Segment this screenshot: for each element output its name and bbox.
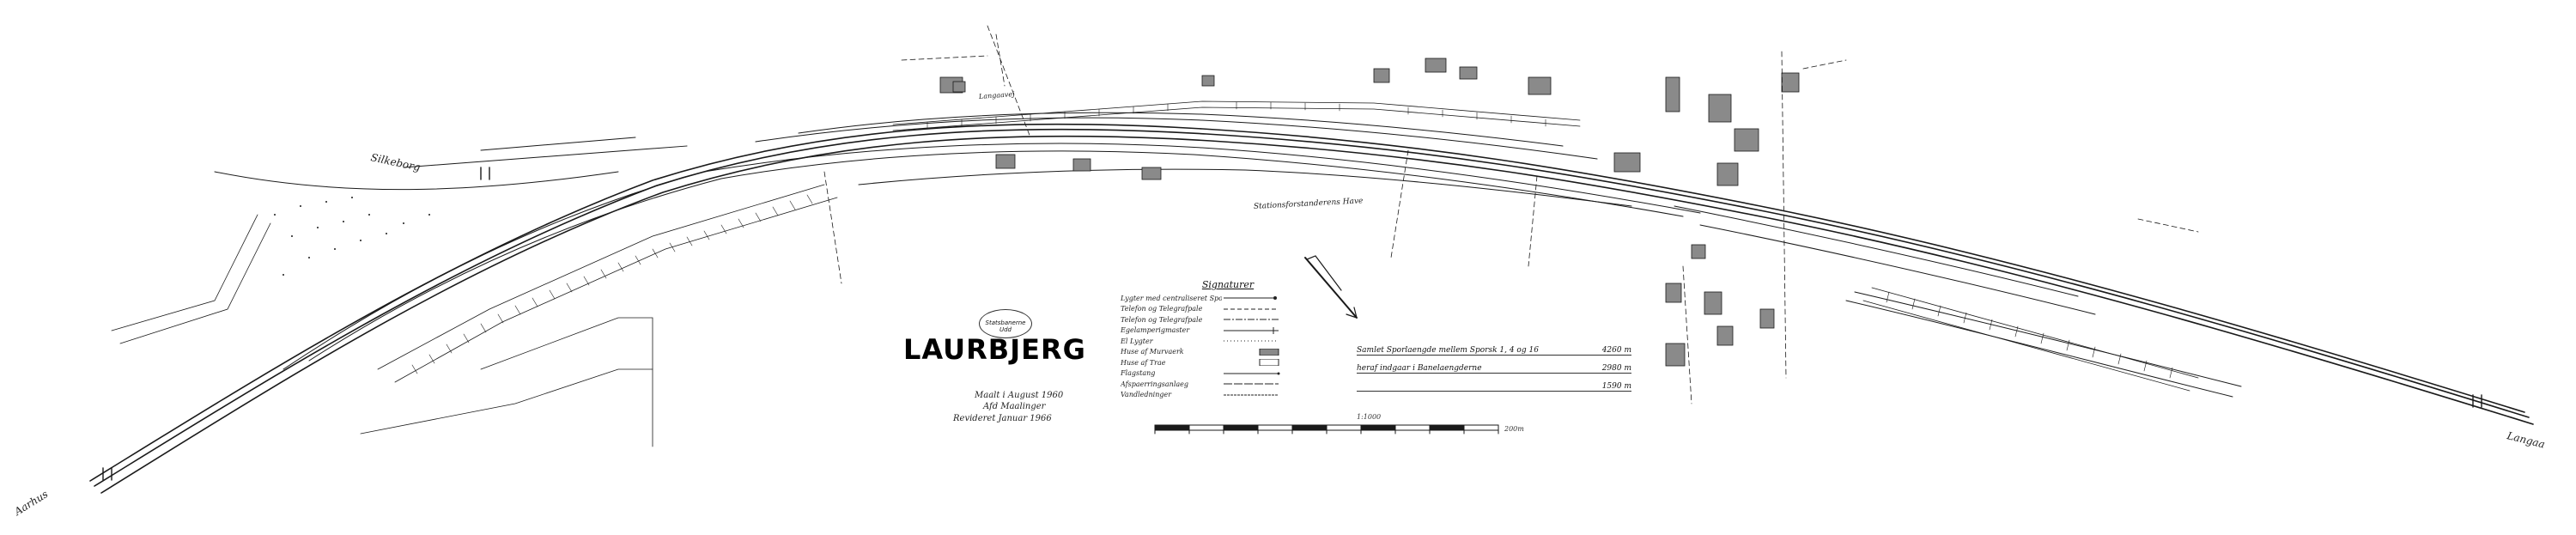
length-value: 2980 m (1601, 364, 1631, 373)
legend-row: Vandledninger (1121, 390, 1301, 401)
legend-label: Telefon og Telegrafpale (1121, 305, 1203, 313)
property-lines (823, 25, 2199, 404)
dot-line-icon (1224, 340, 1279, 342)
track-lengths: Samlet Sporlaengde mellem Sporsk 1, 4 og… (1357, 339, 1631, 393)
north-arrow-icon (1304, 255, 1358, 319)
length-value: 1590 m (1601, 382, 1631, 391)
legend-label: Flagstang (1121, 369, 1156, 378)
hatching (411, 101, 2173, 379)
railway-stamp: Statsbanerne Udd (979, 309, 1032, 338)
length-row: heraf indgaar i Banelaengderne 2980 m (1357, 357, 1631, 374)
buildings (939, 58, 1800, 367)
survey-note-1: Maalt i August 1960 (975, 391, 1064, 400)
stamp-text: Statsbanerne Udd (985, 319, 1026, 333)
scale-label: 1:1000 (1357, 413, 1381, 421)
legend-label: Huse af Murvaerk (1121, 348, 1184, 356)
title-block: LAURBJERG Maalt i August 1960 Afd Maalin… (893, 301, 1176, 429)
post-line-icon (1224, 326, 1279, 334)
dash-dot-line-icon (1224, 319, 1279, 320)
length-row: 1590 m (1357, 375, 1631, 392)
station-title: LAURBJERG (903, 333, 1086, 366)
main-tracks (89, 123, 2534, 494)
legend-label: Afspaerringsanlaeg (1121, 380, 1189, 388)
legend-label: Huse af Trae (1121, 358, 1166, 367)
dashed-line-icon (1224, 308, 1279, 310)
length-value: 4260 m (1601, 346, 1631, 355)
survey-note-3: Revideret Januar 1966 (953, 414, 1052, 423)
fence-line-icon (1224, 383, 1279, 385)
length-label: Samlet Sporlaengde mellem Sporsk 1, 4 og… (1357, 346, 1539, 355)
water-line-icon (1224, 394, 1279, 396)
length-label: heraf indgaar i Banelaengderne (1357, 364, 1482, 373)
brick-house-icon (1259, 348, 1279, 356)
legend-label: Telefon og Telegrafpale (1121, 315, 1203, 324)
legend-title: Signaturer (1201, 279, 1255, 290)
legend-row: Egelamperigmaster (1121, 325, 1301, 337)
legend-row: Telefon og Telegrafpale (1121, 314, 1301, 325)
legend-row: Telefon og Telegrafpale (1121, 304, 1301, 315)
legend-label: Egelamperigmaster (1121, 326, 1190, 335)
flag-line-icon (1224, 372, 1280, 375)
legend-row: Flagstang (1121, 368, 1301, 380)
legend-label: Vandledninger (1121, 391, 1172, 399)
legend-row: Afspaerringsanlaeg (1121, 379, 1301, 390)
legend-row: Lygter med centraliseret Sporsk. (1121, 293, 1301, 304)
side-tracks (214, 112, 2242, 398)
track-end-markers (102, 167, 2482, 481)
legend-row: Huse af Trae (1121, 357, 1301, 368)
wood-house-icon (1259, 359, 1279, 367)
scale-end-label: 200m (1504, 425, 1524, 433)
legend-row: Huse af Murvaerk (1121, 347, 1301, 358)
dotted-field (274, 197, 430, 276)
legend-label: Lygter med centraliseret Sporsk. (1121, 294, 1222, 302)
legend: Signaturer Lygter med centraliseret Spor… (1121, 279, 1301, 400)
length-row: Samlet Sporlaengde mellem Sporsk 1, 4 og… (1357, 339, 1631, 356)
legend-label: El Lygter (1121, 337, 1153, 345)
legend-row: El Lygter (1121, 336, 1301, 347)
lamp-line-icon (1224, 296, 1277, 301)
scale-bar (1154, 424, 1499, 435)
survey-note-2: Afd Maalinger (983, 402, 1046, 411)
